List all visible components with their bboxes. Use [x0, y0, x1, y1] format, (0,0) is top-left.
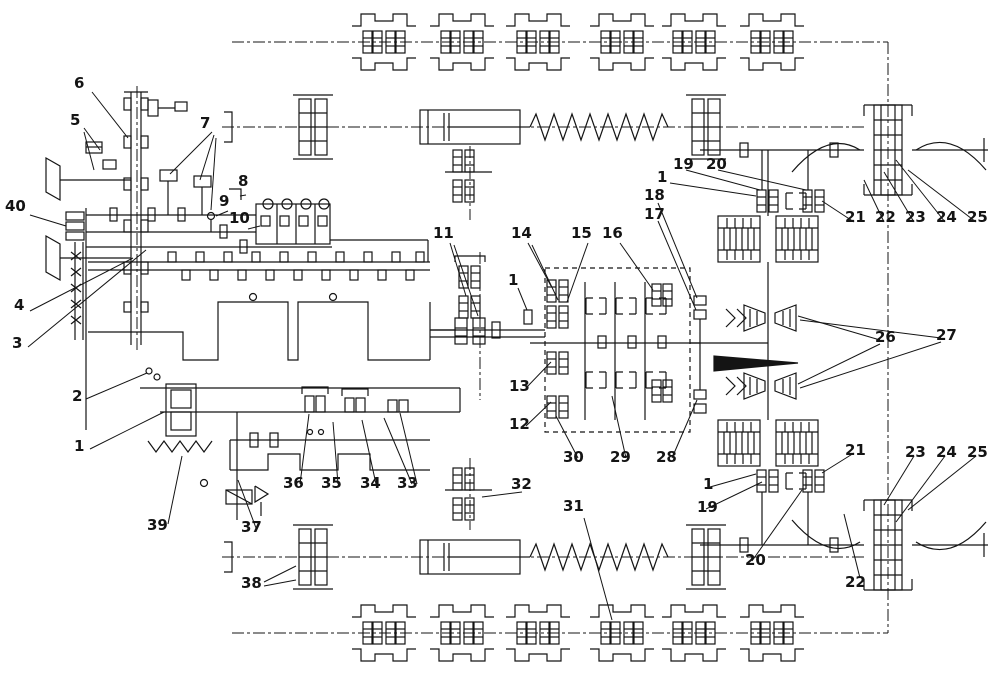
callout-label: 29 [610, 448, 631, 466]
callout-label: 23 [905, 443, 926, 461]
callout-label: 32 [511, 475, 532, 493]
callout-label: 24 [936, 208, 957, 226]
callout-label: 7 [200, 114, 211, 132]
callout-label: 22 [845, 573, 866, 591]
callout-label: 14 [511, 224, 532, 242]
callout-label: 22 [875, 208, 896, 226]
callout-label: 18 [644, 186, 665, 204]
callout-label: 33 [397, 474, 418, 492]
callout-label: 39 [147, 516, 168, 534]
callout-label: 21 [845, 208, 866, 226]
leader-lines [27, 91, 977, 621]
center-clutch-assembly [430, 255, 720, 433]
callout-label: 8 [238, 172, 249, 190]
callout-label: 19 [673, 155, 694, 173]
callout-label: 1 [74, 437, 85, 455]
callout-label: 20 [706, 155, 727, 173]
callout-label: 2 [72, 387, 83, 405]
callout-label: 15 [571, 224, 592, 242]
callout-label: 24 [936, 443, 957, 461]
callout-label: 26 [875, 328, 896, 346]
callout-label: 6 [74, 74, 85, 92]
callout-label: 35 [321, 474, 342, 492]
callout-label: 1 [508, 271, 519, 289]
callout-label: 20 [745, 551, 766, 569]
callout-label: 25 [967, 443, 988, 461]
callout-label: 5 [70, 111, 81, 129]
callout-label: 30 [563, 448, 584, 466]
callout-label: 10 [229, 209, 250, 227]
callout-label: 38 [241, 574, 262, 592]
center-gear-cluster-top [445, 149, 492, 203]
callout-label: 13 [509, 377, 530, 395]
center-gear-cluster-bottom [445, 467, 492, 521]
callout-label: 3 [12, 334, 23, 352]
callout-label: 11 [433, 224, 454, 242]
callout-label: 21 [845, 441, 866, 459]
suspension-unit-top [224, 94, 727, 160]
final-drive-right [700, 104, 988, 591]
left-gearbox [45, 91, 461, 520]
suspension-unit-bottom [224, 524, 727, 590]
callout-label: 16 [602, 224, 623, 242]
callout-label: 1 [703, 475, 714, 493]
drive-wheel-top-right [863, 104, 913, 196]
direction-pennant [713, 355, 799, 372]
callout-label: 31 [563, 497, 584, 515]
callout-label: 23 [905, 208, 926, 226]
callout-label: 17 [644, 205, 665, 223]
callout-label: 1 [657, 168, 668, 186]
callout-label: 34 [360, 474, 381, 492]
callout-label: 40 [5, 197, 26, 215]
callout-label: 4 [14, 296, 25, 314]
engine-block [255, 198, 331, 245]
callout-label: 19 [697, 498, 718, 516]
callout-label: 9 [219, 192, 230, 210]
callout-label: 12 [509, 415, 530, 433]
center-lines [136, 41, 889, 634]
callout-label: 37 [241, 518, 262, 536]
callout-label: 27 [936, 326, 957, 344]
callout-label: 25 [967, 208, 988, 226]
callout-label: 36 [283, 474, 304, 492]
callout-label: 28 [656, 448, 677, 466]
